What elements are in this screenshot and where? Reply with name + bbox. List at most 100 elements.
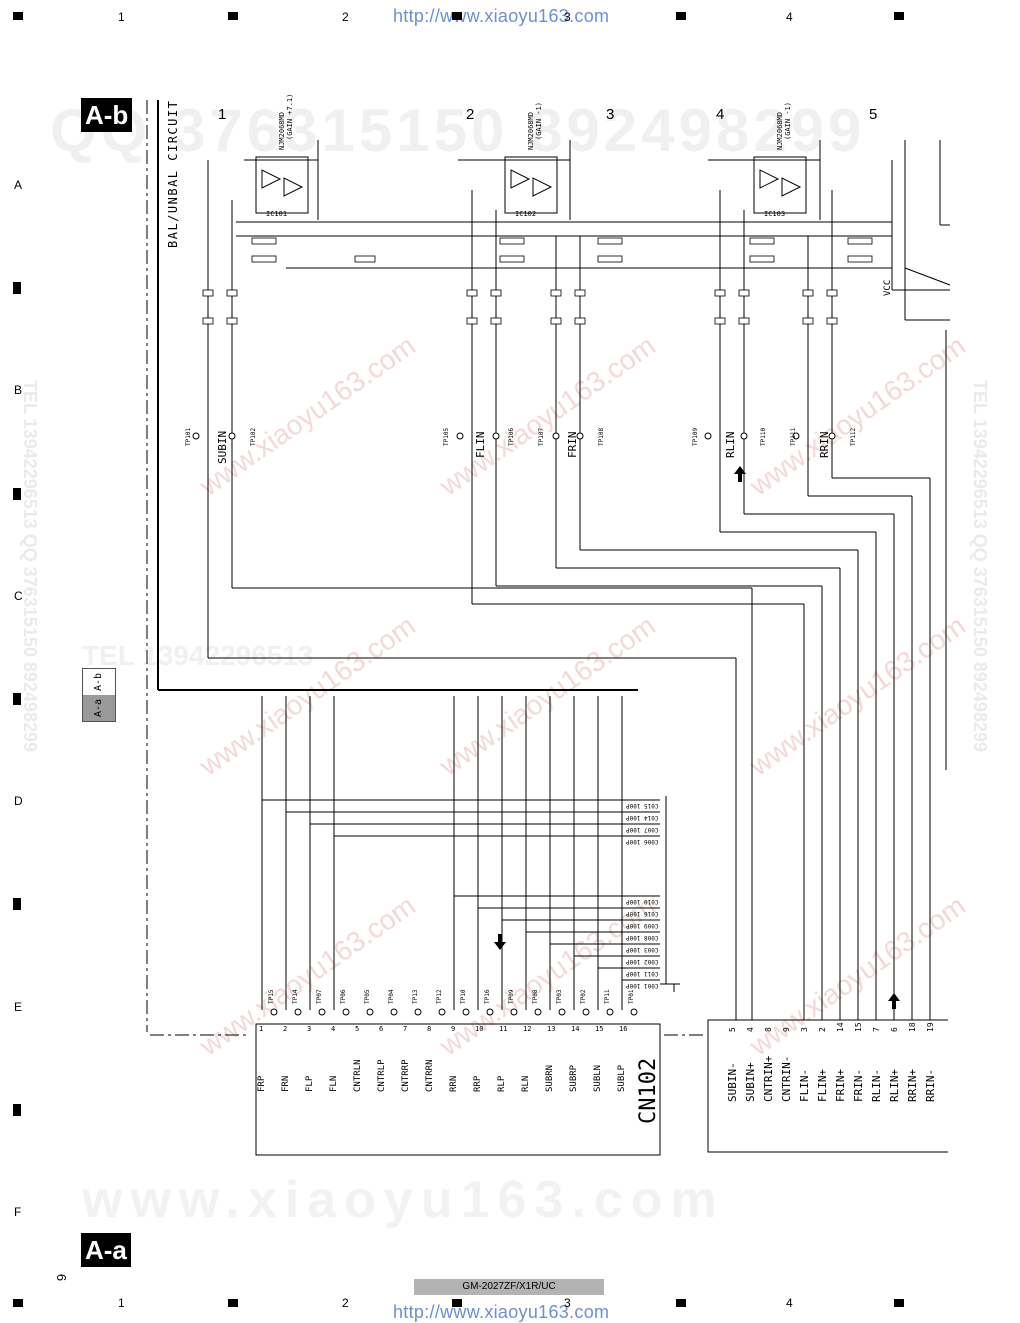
grid-mark: [452, 12, 462, 20]
grid-mark: [228, 1299, 238, 1307]
tp-label: TP112: [850, 427, 857, 446]
cap-label: C007 100P: [626, 826, 659, 833]
cn102-pin-number: 11: [499, 1025, 508, 1033]
connector-pin-number: 18: [908, 1022, 917, 1032]
row-mark: [13, 898, 21, 910]
cn102-testpoint: TP12: [436, 989, 443, 1004]
cn102-testpoint: TP11: [604, 989, 611, 1004]
cn102-pin-name: CNTRRN: [425, 1059, 435, 1092]
cn102-testpoint: TP09: [508, 989, 515, 1004]
connector-pin-number: 2: [818, 1027, 827, 1032]
grid-mark: [676, 1299, 686, 1307]
cn102-pin-name: RLN: [521, 1075, 531, 1092]
cn102-testpoint: TP03: [556, 989, 563, 1004]
ic-part: NJM2068MD: [278, 112, 286, 150]
row-letter: F: [14, 1205, 22, 1219]
cap-label: C002 100P: [626, 958, 659, 965]
cn102-pin-number: 12: [523, 1025, 532, 1033]
zone-number: 4: [716, 106, 725, 123]
cn102-pin-name: FLN: [329, 1075, 339, 1092]
sheet-nav[interactable]: A-b A-a: [82, 668, 116, 722]
tp-label: TP108: [598, 427, 605, 446]
cn102-pin-number: 14: [571, 1025, 580, 1033]
signal-label-rrin: RRIN: [818, 431, 831, 459]
cn102-testpoint: TP16: [484, 989, 491, 1004]
corner-mark: [894, 12, 904, 20]
row-letter: C: [14, 589, 23, 603]
watermark: TEL 13942296513: [82, 640, 314, 671]
connector-pin-name: FRIN-: [852, 1068, 865, 1102]
cn102-pin-number: 9: [451, 1025, 456, 1033]
signal-label-frin: FRIN: [566, 431, 579, 459]
cap-label: C010 100P: [626, 898, 659, 905]
cn102-pin-name: CNTRLN: [353, 1059, 363, 1092]
section-tag-top: A-b: [81, 98, 133, 132]
row-mark: [13, 693, 21, 705]
ic-ref: IC101: [266, 210, 288, 218]
cap-label: C014 100P: [626, 814, 659, 821]
grid-mark: [228, 12, 238, 20]
connector-pin-name: CNTRIN-: [780, 1055, 793, 1102]
grid-mark: [676, 12, 686, 20]
zone-number: 3: [606, 106, 615, 123]
cn102-pin-number: 3: [307, 1025, 312, 1033]
row-letter: E: [14, 1000, 23, 1014]
cn102-testpoint: TP07: [316, 989, 323, 1004]
connector-pin-name: FLIN-: [798, 1068, 811, 1102]
cap-label: C011 100P: [626, 970, 659, 977]
footer-url[interactable]: http://www.xiaoyu163.com: [393, 1302, 610, 1322]
row-mark: [13, 282, 21, 294]
corner-mark: [13, 1299, 23, 1307]
cn102-pin-name: RLP: [497, 1075, 507, 1092]
column-number: 4: [786, 1296, 793, 1310]
cn102-testpoint: TP10: [460, 989, 467, 1004]
tp-label: TP111: [790, 427, 797, 446]
header-url[interactable]: http://www.xiaoyu163.com: [393, 6, 610, 26]
cn102-pin-number: 2: [283, 1025, 288, 1033]
watermark: QQ 376315150 892498299: [50, 97, 866, 164]
cn102-testpoint: TP01: [628, 989, 635, 1004]
row-letter: A: [14, 178, 23, 192]
row-mark: [13, 1104, 21, 1116]
ic-gain: (GAIN -1): [784, 102, 792, 140]
cn102-pin-name: FLP: [305, 1075, 315, 1092]
cn102-pin-name: RRN: [449, 1075, 459, 1092]
cn102-pin-name: CNTRRP: [401, 1059, 411, 1092]
cap-label: C008 100P: [626, 934, 659, 941]
column-number: 2: [342, 1296, 349, 1310]
row-letter: D: [14, 794, 23, 808]
cn102-testpoint: TP06: [340, 989, 347, 1004]
watermark: www.xiaoyu163.com: [82, 1171, 725, 1229]
connector-pin-name: RRIN+: [906, 1068, 919, 1102]
signal-label-subin: SUBIN: [216, 430, 229, 464]
cap-label: C009 100P: [626, 922, 659, 929]
cn102-pin-name: RRP: [473, 1075, 483, 1092]
corner-mark: [13, 12, 23, 20]
connector-pin-number: 5: [728, 1027, 737, 1032]
cn102-pin-number: 16: [619, 1025, 628, 1033]
connector-pin-number: 9: [782, 1027, 791, 1032]
tp-label: TP101: [185, 427, 192, 446]
ic-ref: IC102: [515, 210, 537, 218]
cap-label: C006 100P: [626, 838, 659, 845]
cn102-pin-name: FRP: [257, 1075, 267, 1092]
column-number: 2: [342, 10, 349, 24]
ic-ref: IC103: [764, 210, 786, 218]
section-tag-bottom: A-a: [81, 1233, 131, 1267]
cn102-testpoint: TP15: [268, 989, 275, 1004]
cn102-pin-number: 13: [547, 1025, 556, 1033]
connector-pin-name: FRIN+: [834, 1068, 847, 1102]
tp-label: TP110: [760, 427, 767, 446]
ic-part: NJM2068MD: [776, 112, 784, 150]
connector-pin-number: 19: [926, 1022, 935, 1032]
connector-pin-number: 6: [890, 1027, 899, 1032]
column-number: 1: [118, 1296, 125, 1310]
cn102-pin-number: 4: [331, 1025, 336, 1033]
cap-label: C001 100P: [626, 982, 659, 989]
cn102-testpoint: TP08: [532, 989, 539, 1004]
row-letter: B: [14, 383, 23, 397]
cn102-pin-name: SUBLN: [593, 1064, 603, 1092]
cn102-pin-name: SUBRN: [545, 1064, 555, 1092]
connector-pin-name: RLIN+: [888, 1068, 901, 1102]
